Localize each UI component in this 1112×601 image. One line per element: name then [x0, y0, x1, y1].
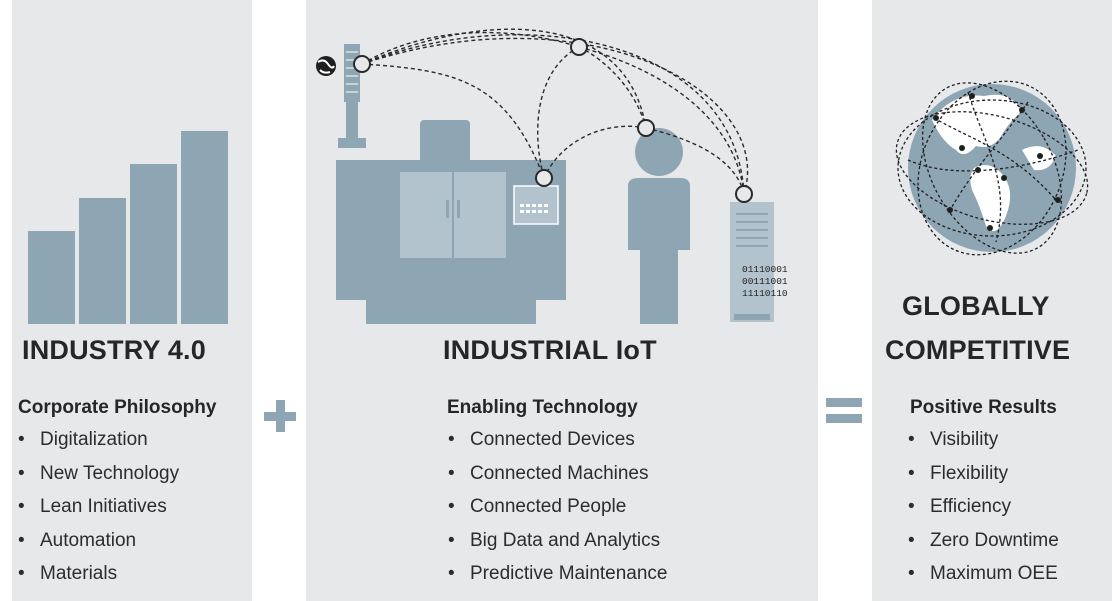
- list-item: Big Data and Analytics: [446, 524, 668, 558]
- connection-nodes: [353, 38, 753, 203]
- industry-panel: INDUSTRY 4.0 Corporate Philosophy Digita…: [12, 0, 252, 601]
- competitive-title-line2: COMPETITIVE: [885, 335, 1071, 365]
- iot-subtitle: Enabling Technology: [447, 397, 638, 418]
- list-item: Visibility: [906, 423, 1059, 457]
- iot-panel: 01110001 00111001 11110110 INDUSTRIAL Io…: [306, 0, 818, 601]
- machine-icon: [336, 120, 566, 324]
- list-item: Efficiency: [906, 490, 1059, 524]
- list-item: Flexibility: [906, 457, 1059, 491]
- plus-icon: [264, 400, 296, 432]
- list-item: Connected People: [446, 490, 668, 524]
- industry-title: INDUSTRY 4.0: [22, 335, 206, 365]
- connection-lines: [361, 28, 749, 195]
- list-item: Connected Machines: [446, 457, 668, 491]
- competitive-title-line1: GLOBALLY: [902, 291, 1050, 321]
- industry-subtitle: Corporate Philosophy: [18, 397, 217, 418]
- list-item: Predictive Maintenance: [446, 557, 668, 591]
- binary-line: 00111001: [742, 276, 788, 287]
- list-item: Materials: [16, 557, 179, 591]
- server-icon: [730, 202, 774, 322]
- equals-icon: [826, 398, 862, 424]
- globe-badge-icon: [316, 56, 336, 76]
- competitive-subtitle: Positive Results: [910, 397, 1057, 418]
- iot-list: Connected Devices Connected Machines Con…: [446, 423, 668, 591]
- list-item: Zero Downtime: [906, 524, 1059, 558]
- competitive-list: Visibility Flexibility Efficiency Zero D…: [906, 423, 1059, 591]
- list-item: Connected Devices: [446, 423, 668, 457]
- binary-line: 11110110: [742, 288, 788, 299]
- bar-chart-icon: [28, 131, 228, 324]
- globe-icon: [895, 80, 1089, 256]
- iot-title: INDUSTRIAL IoT: [443, 335, 657, 365]
- list-item: Lean Initiatives: [16, 490, 179, 524]
- industry-list: Digitalization New Technology Lean Initi…: [16, 423, 179, 591]
- iot-illustration: 01110001 00111001 11110110: [316, 28, 788, 324]
- list-item: Automation: [16, 524, 179, 558]
- list-item: Digitalization: [16, 423, 179, 457]
- list-item: New Technology: [16, 457, 179, 491]
- list-item: Maximum OEE: [906, 557, 1059, 591]
- competitive-panel: GLOBALLY COMPETITIVE Positive Results Vi…: [872, 0, 1112, 601]
- person-icon: [628, 128, 690, 324]
- binary-line: 01110001: [742, 264, 788, 275]
